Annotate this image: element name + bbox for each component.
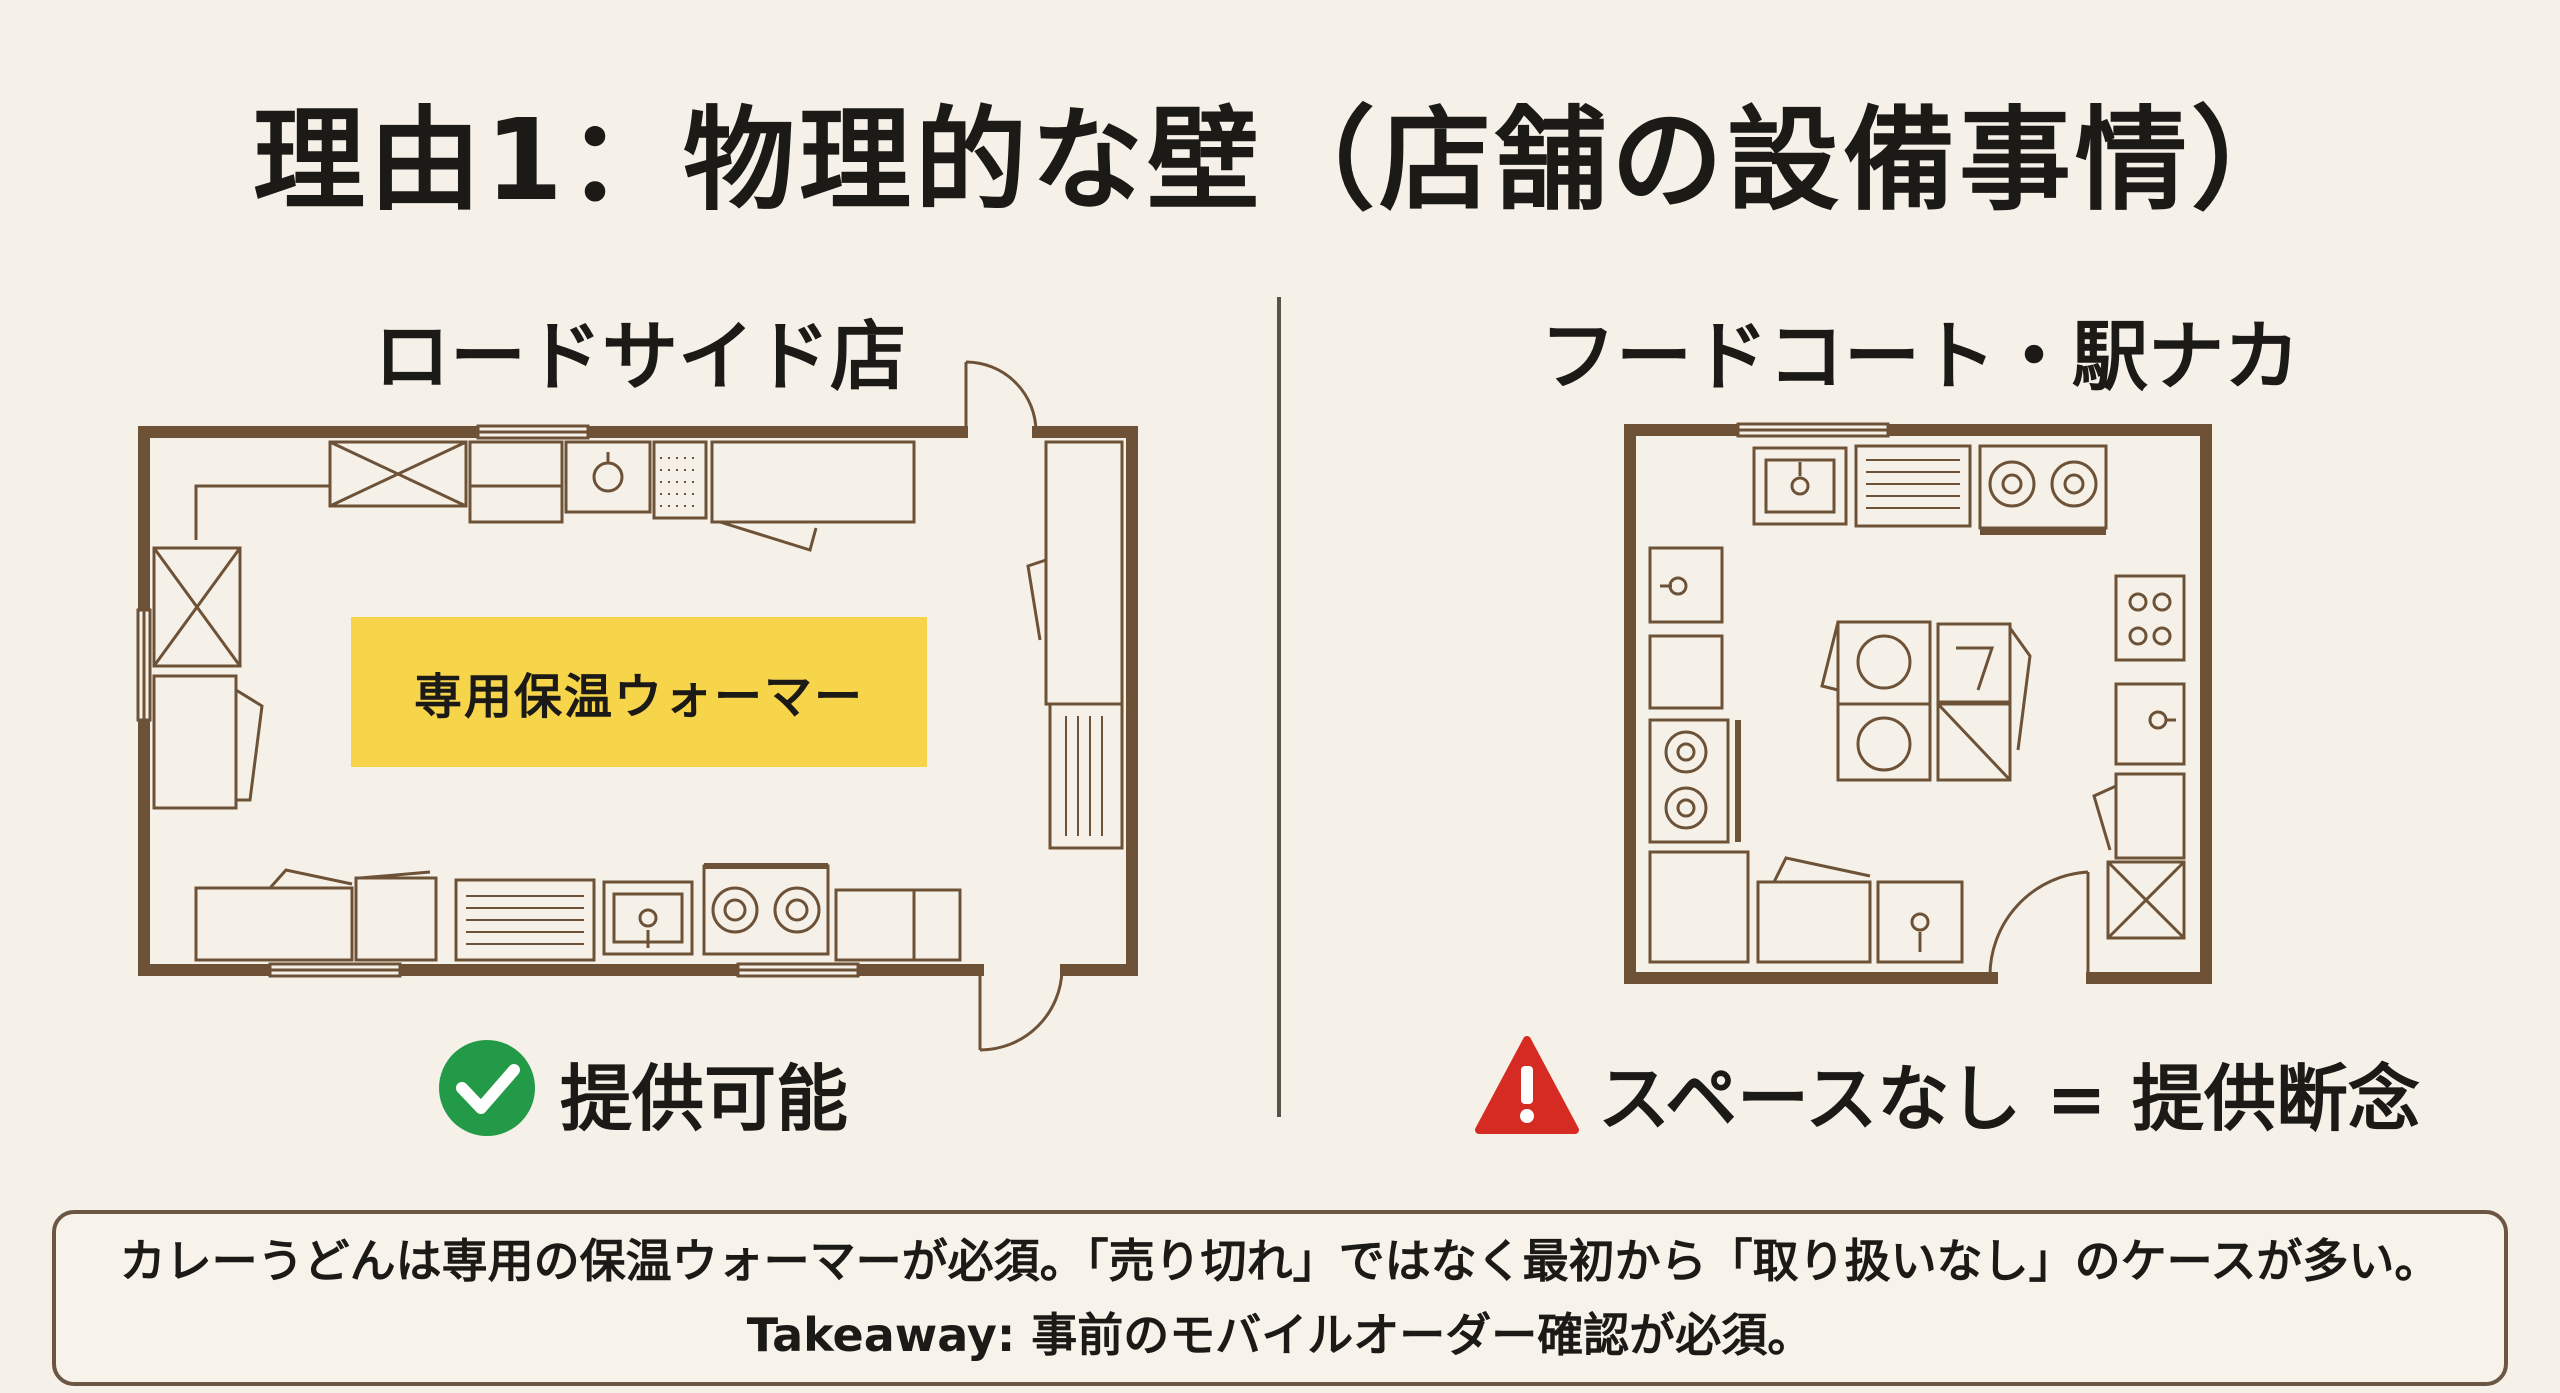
page-title: 理由1：物理的な壁（店舗の設備事情） — [253, 96, 2307, 226]
left-status: 提供可能 — [560, 1040, 848, 1145]
warmer-label: 専用保温ウォーマー — [413, 669, 864, 725]
warning-triangle-icon — [1475, 1036, 1579, 1134]
left-heading: ロードサイド店 — [374, 312, 906, 401]
food-court-kitchen-plan — [1624, 422, 2212, 984]
roadside-kitchen-plan — [136, 360, 1138, 1052]
check-circle-icon — [439, 1040, 535, 1136]
note-line-1: カレーうどんは専用の保温ウォーマーが必須。「売り切れ」ではなく最初から「取り扱い… — [119, 1234, 2441, 1288]
right-status-text: スペースなし = 提供断念 — [1598, 1057, 2420, 1141]
center-divider — [1277, 297, 1281, 1117]
right-heading: フードコート・駅ナカ — [1540, 312, 2300, 401]
right-status: スペースなし = 提供断念 — [1598, 1040, 2420, 1145]
warmer-block — [351, 617, 927, 767]
note-line-2: Takeaway: 事前のモバイルオーダー確認が必須。 — [746, 1308, 1814, 1362]
takeaway-note: カレーうどんは専用の保温ウォーマーが必須。「売り切れ」ではなく最初から「取り扱い… — [52, 1210, 2508, 1386]
left-status-text: 提供可能 — [560, 1057, 849, 1141]
